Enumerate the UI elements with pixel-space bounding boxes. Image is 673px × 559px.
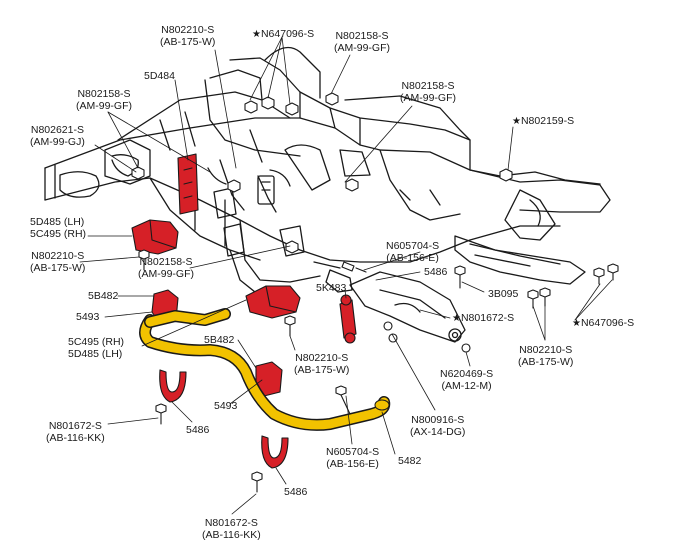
label-n802621: N802621-S (AM-99-GJ) [30, 124, 85, 148]
label-n802158-lower: N802158-S (AM-99-GF) [138, 256, 194, 280]
bolt-n802210-center [284, 315, 296, 337]
label-n802158-mid: N802158-S (AM-99-GF) [400, 80, 456, 104]
stabilizer-bar [139, 308, 391, 431]
highlighted-brackets [131, 153, 357, 469]
label-n802210-center: N802210-S (AB-175-W) [294, 352, 350, 376]
label-n605704-upper: N605704-S (AB-156-E) [386, 240, 440, 264]
label-n802159: ★N802159-S [512, 115, 575, 127]
label-n801672-right: ★N801672-S [452, 312, 515, 324]
label-5486-upper: 5486 [424, 266, 448, 278]
bolts-n647096-right [593, 263, 619, 285]
label-5c495-5d485: 5C495 (RH) 5D485 (LH) [68, 336, 125, 360]
label-5d485-5c495: 5D485 (LH) 5C495 (RH) [30, 216, 87, 240]
label-n802210-right: N802210-S (AB-175-W) [518, 344, 574, 368]
label-5b482-lower: 5B482 [204, 334, 235, 346]
leader-lines [79, 36, 613, 515]
star-icon: ★ [512, 116, 521, 127]
label-5486-lower: 5486 [284, 486, 308, 498]
label-n802158-top: N802158-S (AM-99-GF) [334, 30, 390, 54]
label-5493-center: 5493 [214, 400, 238, 412]
label-5d484: 5D484 [144, 70, 175, 82]
label-5k483: 5K483 [316, 282, 347, 294]
label-n802210-top: N802210-S (AB-175-W) [160, 24, 216, 48]
label-5b482-upper: 5B482 [88, 290, 119, 302]
bolt-n605704-lower [335, 385, 351, 415]
label-5482: 5482 [398, 455, 422, 467]
star-icon: ★ [252, 29, 261, 40]
label-5493-left: 5493 [76, 311, 100, 323]
label-n647096-top: ★N647096-S [252, 28, 315, 40]
label-3b095: 3B095 [488, 288, 519, 300]
label-n802158-left: N802158-S (AM-99-GF) [76, 88, 132, 112]
label-n605704-lower: N605704-S (AB-156-E) [326, 446, 380, 470]
star-icon: ★ [452, 313, 461, 324]
label-n801672-bottom: N801672-S (AB-116-KK) [202, 517, 261, 541]
bolt-3b095 [454, 265, 466, 289]
bolt-n801672-left [155, 403, 167, 425]
label-5486-left: 5486 [186, 424, 210, 436]
label-n647096-right: ★N647096-S [572, 317, 635, 329]
label-n801672-left: N801672-S (AB-116-KK) [46, 420, 105, 444]
bolt-n801672-bottom [251, 471, 263, 493]
bolts-n802210-right [527, 287, 551, 309]
label-n800916: N800916-S (AX-14-DG) [410, 414, 466, 438]
label-n620469: N620469-S (AM-12-M) [440, 368, 494, 392]
label-n802210-left: N802210-S (AB-175-W) [30, 250, 86, 274]
star-icon: ★ [572, 318, 581, 329]
frame-assembly [44, 46, 611, 343]
